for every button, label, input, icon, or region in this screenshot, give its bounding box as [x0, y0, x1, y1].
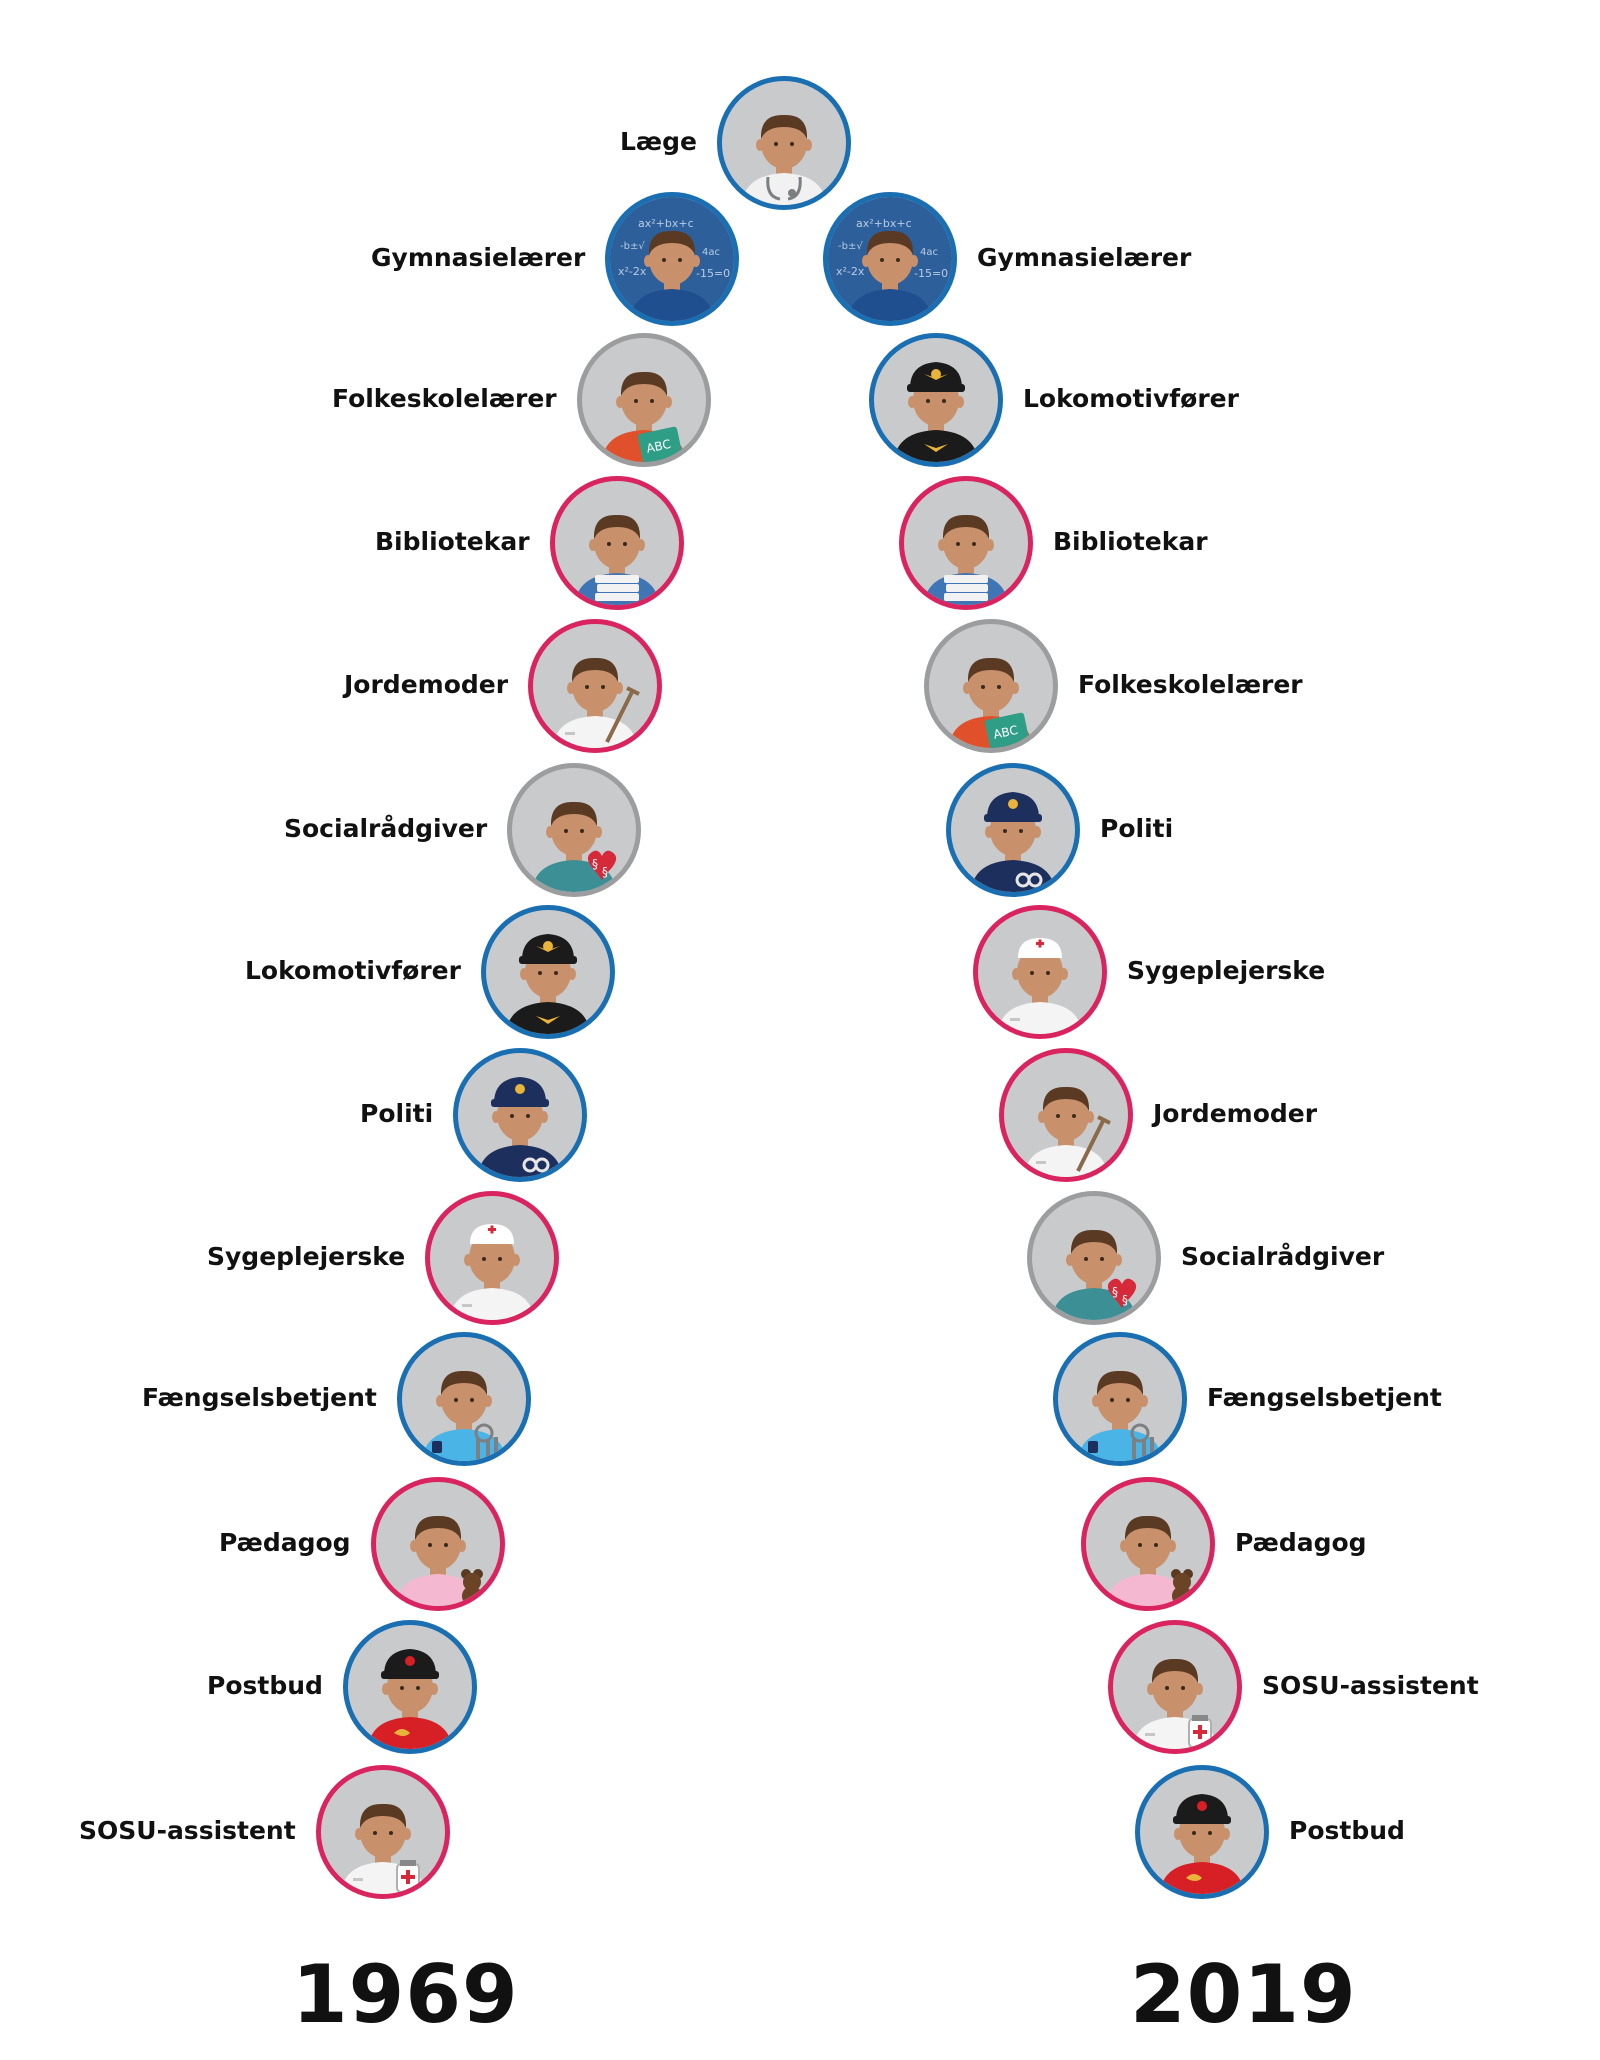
- right-rank-12-care-assistant-icon: [1108, 1620, 1242, 1754]
- left-rank-13-label: SOSU-assistent: [79, 1816, 296, 1845]
- svg-text:-15=0: -15=0: [914, 267, 948, 280]
- left-rank-4-label: Bibliotekar: [375, 527, 530, 556]
- left-rank-3-school-teacher-icon: ABC: [577, 333, 711, 467]
- right-rank-10-label: Fængselsbetjent: [1207, 1383, 1442, 1412]
- right-rank-13-postman-icon: [1135, 1765, 1269, 1899]
- svg-text:4ac: 4ac: [920, 247, 938, 258]
- left-rank-5-midwife-icon: [528, 619, 662, 753]
- svg-text:x²-2x: x²-2x: [836, 265, 865, 278]
- right-rank-8-label: Jordemoder: [1153, 1099, 1318, 1128]
- right-rank-11-pedagogue-icon: [1081, 1477, 1215, 1611]
- right-rank-2-label: Gymnasielærer: [977, 243, 1192, 272]
- left-rank-6-label: Socialrådgiver: [284, 814, 488, 843]
- svg-text:-b±√: -b±√: [838, 241, 863, 252]
- right-rank-10-prison-officer-icon: [1053, 1332, 1187, 1466]
- year-2019: 2019: [1130, 1948, 1357, 2041]
- right-rank-4-librarian-icon: [899, 476, 1033, 610]
- svg-text:§: §: [1112, 1285, 1118, 1299]
- left-rank-12-postman-icon: [343, 1620, 477, 1754]
- left-rank-10-label: Fængselsbetjent: [142, 1383, 377, 1412]
- right-rank-3-train-driver-icon: [869, 333, 1003, 467]
- left-rank-12-label: Postbud: [207, 1671, 323, 1700]
- left-rank-6-social-worker-icon: § §: [507, 763, 641, 897]
- left-rank-7-label: Lokomotivfører: [245, 956, 461, 985]
- svg-text:§: §: [1122, 1293, 1128, 1307]
- right-rank-7-label: Sygeplejerske: [1127, 956, 1326, 985]
- right-rank-4-label: Bibliotekar: [1053, 527, 1208, 556]
- svg-text:-15=0: -15=0: [696, 267, 730, 280]
- left-rank-7-train-driver-icon: [481, 905, 615, 1039]
- right-rank-5-label: Folkeskolelærer: [1078, 670, 1303, 699]
- right-rank-2-teacher-icon: ax²+bx+c -b±√ 4ac x²-2x -15=0: [823, 192, 957, 326]
- left-rank-5-label: Jordemoder: [344, 670, 509, 699]
- svg-text:§: §: [602, 865, 608, 879]
- svg-text:ABC: ABC: [992, 723, 1019, 742]
- svg-text:ABC: ABC: [645, 437, 672, 456]
- svg-text:x²-2x: x²-2x: [618, 265, 647, 278]
- left-rank-13-care-assistant-icon: [316, 1765, 450, 1899]
- right-rank-3-label: Lokomotivfører: [1023, 384, 1239, 413]
- year-1969: 1969: [292, 1948, 519, 2041]
- right-rank-12-label: SOSU-assistent: [1262, 1671, 1479, 1700]
- svg-text:4ac: 4ac: [702, 247, 720, 258]
- right-rank-5-school-teacher-icon: ABC: [924, 619, 1058, 753]
- right-rank-6-police-icon: [946, 763, 1080, 897]
- left-rank-10-prison-officer-icon: [397, 1332, 531, 1466]
- top-rank-doctor-icon: [717, 76, 851, 210]
- top-rank-label: Læge: [620, 127, 697, 156]
- left-rank-4-librarian-icon: [550, 476, 684, 610]
- left-rank-2-label: Gymnasielærer: [371, 243, 586, 272]
- right-rank-8-midwife-icon: [999, 1048, 1133, 1182]
- left-rank-8-police-icon: [453, 1048, 587, 1182]
- left-rank-3-label: Folkeskolelærer: [332, 384, 557, 413]
- left-rank-8-label: Politi: [360, 1099, 434, 1128]
- left-rank-11-label: Pædagog: [219, 1528, 351, 1557]
- right-rank-9-social-worker-icon: § §: [1027, 1191, 1161, 1325]
- right-rank-9-label: Socialrådgiver: [1181, 1242, 1385, 1271]
- left-rank-2-teacher-icon: ax²+bx+c -b±√ 4ac x²-2x -15=0: [605, 192, 739, 326]
- svg-text:-b±√: -b±√: [620, 241, 645, 252]
- right-rank-6-label: Politi: [1100, 814, 1174, 843]
- right-rank-13-label: Postbud: [1289, 1816, 1405, 1845]
- svg-text:§: §: [592, 857, 598, 871]
- left-rank-9-nurse-icon: [425, 1191, 559, 1325]
- left-rank-11-pedagogue-icon: [371, 1477, 505, 1611]
- right-rank-7-nurse-icon: [973, 905, 1107, 1039]
- right-rank-11-label: Pædagog: [1235, 1528, 1367, 1557]
- svg-text:ax²+bx+c: ax²+bx+c: [856, 217, 912, 230]
- left-rank-9-label: Sygeplejerske: [207, 1242, 406, 1271]
- svg-text:ax²+bx+c: ax²+bx+c: [638, 217, 694, 230]
